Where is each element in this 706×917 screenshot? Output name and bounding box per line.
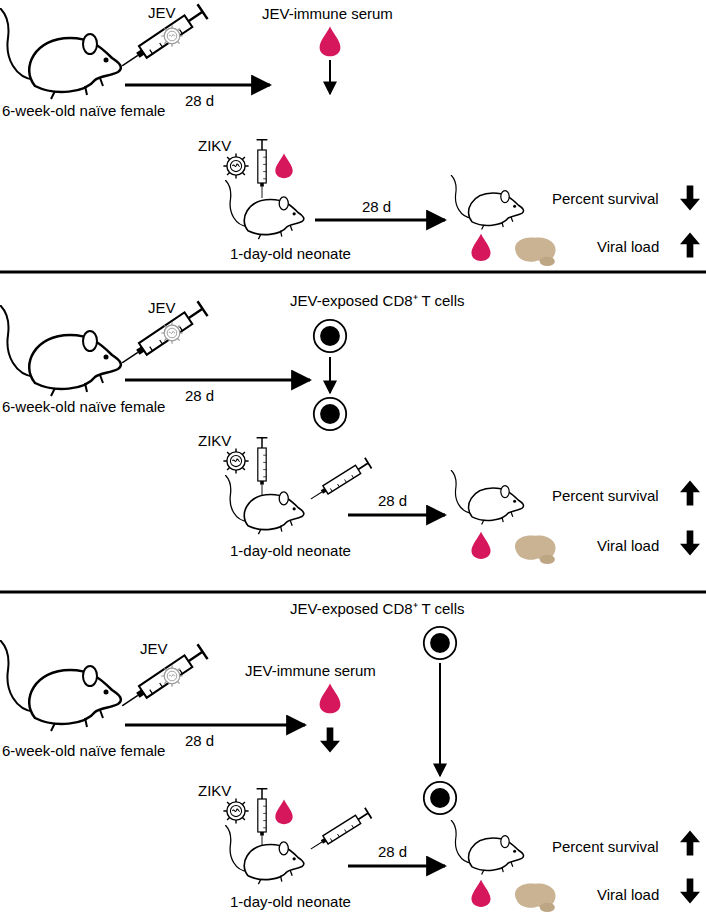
text-label: 28 d — [185, 387, 214, 404]
text-label: 28 d — [378, 843, 407, 860]
text-label: Percent survival — [552, 487, 659, 504]
text-label: 6-week-old naïve female — [2, 398, 165, 415]
text-label: 28 d — [185, 92, 214, 109]
text-label: JEV — [148, 299, 176, 316]
text-label: 28 d — [185, 732, 214, 749]
text-label: Viral load — [597, 537, 659, 554]
text-label: Viral load — [597, 886, 659, 903]
text-label: ZIKV — [198, 137, 231, 154]
text-label: JEV-exposed CD8⁺ T cells — [290, 600, 465, 617]
text-label: Percent survival — [552, 190, 659, 207]
text-label: 28 d — [378, 492, 407, 509]
text-label: JEV-immune serum — [245, 662, 376, 679]
text-label: JEV — [140, 640, 168, 657]
text-label: JEV-immune serum — [262, 5, 393, 22]
text-label: 1-day-old neonate — [230, 245, 351, 262]
text-label: ZIKV — [198, 782, 231, 799]
text-label: Percent survival — [552, 838, 659, 855]
text-label: 28 d — [362, 198, 391, 215]
text-label: 6-week-old naïve female — [2, 102, 165, 119]
text-label: 6-week-old naïve female — [2, 742, 165, 759]
text-label: ZIKV — [198, 432, 231, 449]
text-label: Viral load — [597, 238, 659, 255]
text-label: 1-day-old neonate — [230, 893, 351, 910]
text-label: JEV — [148, 4, 176, 21]
text-label: JEV-exposed CD8⁺ T cells — [290, 292, 465, 309]
text-label: 1-day-old neonate — [230, 542, 351, 559]
